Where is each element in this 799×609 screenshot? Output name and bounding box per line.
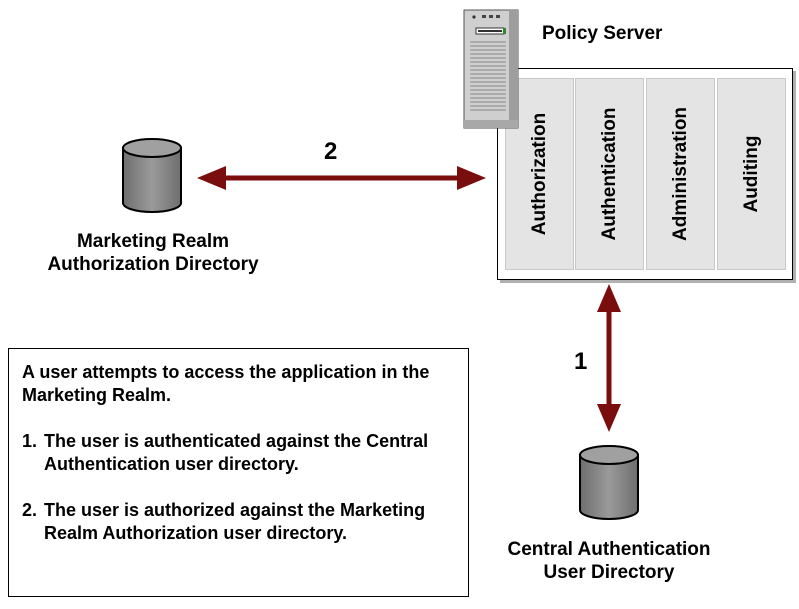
- authentication-column: Authentication: [575, 78, 644, 270]
- authorization-arrow: [197, 166, 486, 190]
- auditing-column: Auditing: [717, 78, 786, 270]
- marketing-directory-label-line1: Marketing Realm: [76, 231, 230, 252]
- central-directory-label: Central Authentication User Directory: [484, 538, 734, 584]
- policy-server-title: Policy Server: [542, 23, 663, 44]
- info-step-1: 1. The user is authenticated against the…: [22, 430, 468, 476]
- administration-column-label: Administration: [669, 106, 691, 242]
- info-step-1-text: The user is authenticated against the Ce…: [44, 431, 429, 474]
- info-step-1-number: 1.: [22, 431, 38, 451]
- authorization-step-number: 2: [324, 138, 338, 165]
- authorization-column-label: Authorization: [528, 112, 550, 236]
- server-tower-icon: [463, 9, 519, 129]
- info-step-2-text: The user is authorized against the Marke…: [44, 500, 426, 543]
- info-intro: A user attempts to access the applicatio…: [22, 362, 430, 405]
- authentication-arrow: [597, 284, 621, 432]
- authentication-step-number: 1: [574, 348, 588, 375]
- marketing-directory-label-line2: Authorization Directory: [47, 254, 259, 275]
- authentication-column-label: Authentication: [598, 107, 620, 241]
- info-box: A user attempts to access the applicatio…: [8, 348, 469, 597]
- policy-server-panel: Authorization Authentication Administrat…: [497, 68, 793, 280]
- info-step-2: 2. The user is authorized against the Ma…: [22, 499, 468, 545]
- central-directory-database-icon: [579, 445, 639, 520]
- marketing-directory-label: Marketing Realm Authorization Directory: [38, 230, 268, 276]
- auditing-column-label: Auditing: [740, 135, 762, 213]
- marketing-directory-database-icon: [122, 138, 182, 213]
- central-directory-label-line2: User Directory: [543, 562, 675, 583]
- info-step-2-number: 2.: [22, 500, 38, 520]
- central-directory-label-line1: Central Authentication: [507, 539, 711, 560]
- administration-column: Administration: [646, 78, 715, 270]
